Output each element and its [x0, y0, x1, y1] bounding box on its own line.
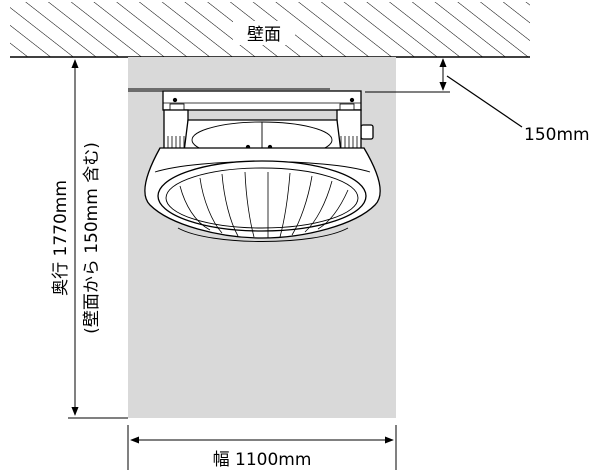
gap-leader-line — [446, 75, 523, 128]
wall-label-bg — [233, 21, 295, 45]
gap-label: 150mm — [524, 125, 590, 145]
width-label: 幅 1100mm — [213, 450, 312, 470]
depth-label: 奥行 1770mm — [51, 180, 71, 296]
appliance-illustration — [128, 88, 381, 242]
depth-note-label: (壁面から 150mm 含む) — [82, 142, 102, 334]
wall-label: 壁面 — [247, 25, 281, 45]
